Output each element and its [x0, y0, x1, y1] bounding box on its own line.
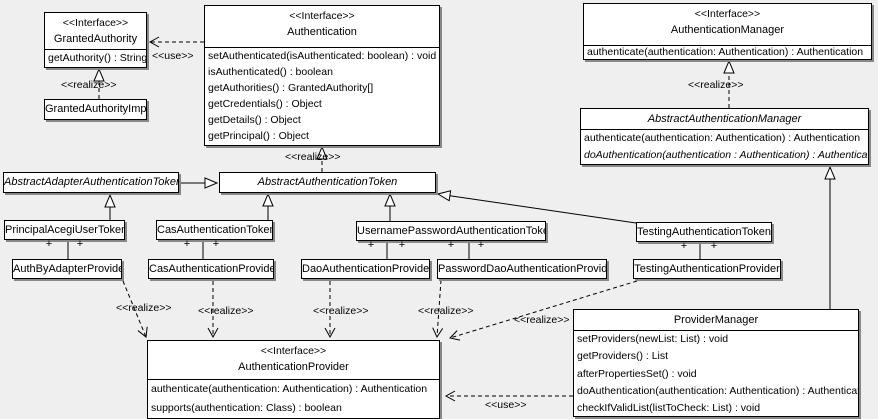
class-name: AuthenticationManager: [670, 24, 785, 36]
class-name: UsernamePasswordAuthenticationToken: [357, 225, 545, 237]
class-auth-by-adapter-provider[interactable]: AuthByAdapterProvider: [12, 259, 122, 279]
class-dao-authentication-provider[interactable]: DaoAuthenticationProvider: [301, 259, 430, 279]
realize-label: <<realize>>: [116, 302, 172, 314]
class-testing-authentication-token[interactable]: TestingAuthenticationToken: [636, 222, 772, 242]
class-name: AuthenticationProvider: [238, 361, 349, 373]
method: afterPropertiesSet() : void: [577, 367, 697, 380]
class-name: AbstractAuthenticationToken: [257, 176, 398, 188]
method: isAuthenticated() : boolean: [208, 66, 333, 78]
class-abstract-authentication-manager[interactable]: AbstractAuthenticationManager authentica…: [580, 108, 869, 165]
class-granted-authority-impl[interactable]: GrantedAuthorityImpl: [44, 99, 147, 120]
realize-authbyadapterprovider: [122, 280, 148, 338]
method: authenticate(authentication: Authenticat…: [151, 383, 428, 395]
class-cas-authentication-provider[interactable]: CasAuthenticationProvider: [148, 259, 274, 279]
stereotype-label: <<Interface>>: [694, 8, 761, 20]
class-name: AbstractAuthenticationManager: [647, 113, 802, 125]
association-end-plus: +: [212, 238, 220, 250]
use-label: <<use>>: [485, 399, 527, 411]
class-testing-authentication-provider[interactable]: TestingAuthenticationProvider: [633, 259, 781, 279]
association-end-plus: +: [477, 239, 485, 251]
class-abstract-authentication-token[interactable]: AbstractAuthenticationToken: [219, 172, 436, 193]
class-name: Authentication: [287, 26, 357, 38]
use-label: <<use>>: [152, 50, 194, 62]
method: getAuthorities() : GrantedAuthority[]: [208, 82, 374, 94]
association-end-plus: +: [183, 238, 191, 250]
class-authentication-provider[interactable]: <<Interface>> AuthenticationProvider aut…: [147, 340, 440, 419]
method: setAuthenticated(isAuthenticated: boolea…: [208, 50, 437, 62]
class-granted-authority[interactable]: <<Interface>> GrantedAuthority getAuthor…: [44, 12, 147, 68]
method: getCredentials() : Object: [208, 98, 322, 110]
realize-testingauthenticationprovider: [449, 280, 638, 341]
association-end-plus: +: [398, 239, 406, 251]
method: checkIfValidList(listToCheck: List) : vo…: [577, 402, 761, 415]
association-end-plus: +: [45, 238, 53, 250]
method: supports(authentication: Class) : boolea…: [151, 402, 342, 414]
method: authenticate(authentication: Authenticat…: [587, 46, 864, 58]
class-name: PrincipalAcegiUserToken: [5, 224, 124, 236]
class-username-password-authentication-token[interactable]: UsernamePasswordAuthenticationToken: [356, 221, 546, 241]
method: setProviders(newList: List) : void: [577, 333, 729, 345]
class-name: GrantedAuthority: [53, 33, 138, 45]
class-authentication[interactable]: <<Interface>> Authentication setAuthenti…: [204, 5, 440, 146]
generalization-testing-to-abstract-token: [436, 190, 637, 224]
class-name: CasAuthenticationToken: [157, 224, 272, 236]
association-end-plus: +: [76, 238, 84, 250]
realize-label: <<realize>>: [418, 305, 474, 317]
realize-label: <<realize>>: [688, 79, 744, 91]
method: getDetails() : Object: [208, 114, 301, 126]
stereotype-label: <<Interface>>: [260, 345, 327, 357]
class-cas-authentication-token[interactable]: CasAuthenticationToken: [156, 220, 273, 240]
method: doAuthentication(authentication : Authen…: [584, 149, 868, 161]
realize-passworddaoauthenticationprovider: [432, 279, 444, 339]
class-provider-manager[interactable]: ProviderManager setProviders(newList: Li…: [573, 309, 859, 417]
realize-label: <<realize>>: [313, 305, 369, 317]
association-end-plus: +: [447, 239, 455, 251]
class-principal-acegi-user-token[interactable]: PrincipalAcegiUserToken: [4, 220, 125, 240]
method: getPrincipal() : Object: [208, 130, 309, 142]
method: getAuthority() : String: [48, 52, 146, 64]
method: doAuthentication(authentication: Authent…: [577, 384, 858, 397]
association-end-plus: +: [710, 240, 718, 252]
class-password-dao-authentication-provider[interactable]: PasswordDaoAuthenticationProvider: [437, 259, 607, 279]
realize-label: <<realize>>: [514, 314, 570, 326]
association-end-plus: +: [680, 240, 688, 252]
class-name: AbstractAdapterAuthenticationToken: [4, 176, 178, 188]
class-name: AuthByAdapterProvider: [13, 263, 121, 275]
method: authenticate(authentication: Authenticat…: [584, 132, 861, 144]
class-name: GrantedAuthorityImpl: [45, 103, 146, 115]
realize-label: <<realize>>: [285, 151, 341, 163]
realize-label: <<realize>>: [61, 79, 117, 91]
stereotype-label: <<Interface>>: [62, 17, 129, 29]
class-name: DaoAuthenticationProvider: [302, 263, 429, 275]
class-name: CasAuthenticationProvider: [149, 263, 273, 275]
method: getProviders() : List: [577, 350, 669, 363]
realize-label: <<realize>>: [198, 305, 254, 317]
class-abstract-adapter-authentication-token[interactable]: AbstractAdapterAuthenticationToken: [3, 172, 179, 193]
class-name: PasswordDaoAuthenticationProvider: [438, 263, 606, 275]
class-name: TestingAuthenticationToken: [637, 226, 771, 238]
class-name: ProviderManager: [673, 314, 759, 326]
class-authentication-manager[interactable]: <<Interface>> AuthenticationManager auth…: [583, 3, 872, 60]
association-end-plus: +: [367, 239, 375, 251]
stereotype-label: <<Interface>>: [289, 10, 355, 22]
class-name: TestingAuthenticationProvider: [634, 263, 780, 275]
